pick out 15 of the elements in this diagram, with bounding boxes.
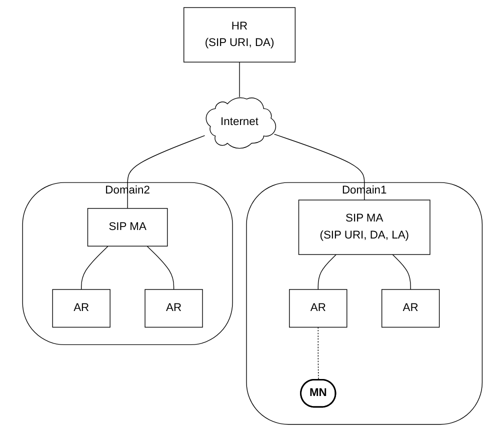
connector — [146, 246, 174, 290]
node-box: AR — [381, 289, 440, 328]
connector — [392, 254, 411, 290]
connector — [317, 326, 318, 380]
node-box: AR — [288, 289, 347, 328]
connector — [126, 135, 205, 209]
connector — [238, 62, 240, 98]
node-box: HR (SIP URI, DA) — [183, 7, 296, 62]
node-box: SIP MA — [86, 208, 168, 246]
node-box: AR — [144, 289, 202, 328]
connector — [80, 246, 108, 290]
connector — [317, 254, 336, 290]
connector — [274, 134, 364, 200]
node-box: SIP MA (SIP URI, DA, LA) — [298, 200, 430, 255]
node-box: AR — [52, 289, 110, 328]
